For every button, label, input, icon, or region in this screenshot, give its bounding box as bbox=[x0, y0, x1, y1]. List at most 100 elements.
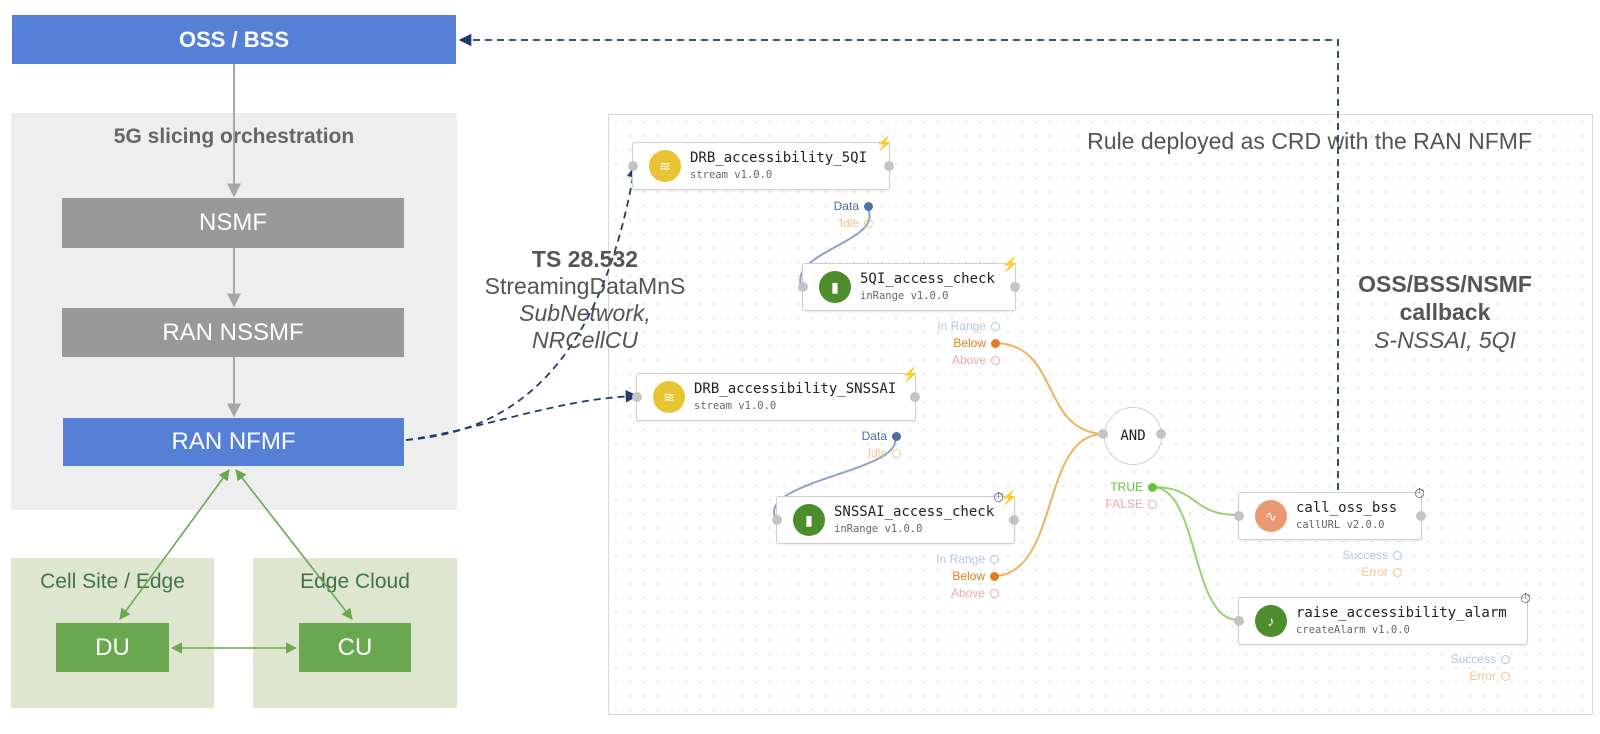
output-port[interactable] bbox=[1416, 511, 1426, 521]
lightning-icon: ⚡ bbox=[1001, 256, 1019, 272]
and-output-port[interactable] bbox=[1156, 429, 1166, 439]
du-box: DU bbox=[56, 623, 169, 672]
output-port[interactable] bbox=[1010, 282, 1020, 292]
timer-icon: ⏱ bbox=[1414, 485, 1425, 501]
port-idle-snssai[interactable]: Idle bbox=[868, 446, 901, 460]
streaming-nrcellcu: NRCellCU bbox=[531, 327, 639, 353]
stream-icon: ≋ bbox=[653, 381, 685, 413]
port-above-5qi[interactable]: Above bbox=[952, 353, 1000, 367]
node-call-oss-bss[interactable]: ∿ call_oss_bss callURL v2.0.0 ⏱ bbox=[1234, 486, 1426, 540]
cu-box: CU bbox=[299, 623, 411, 672]
cu-label: CU bbox=[337, 633, 373, 661]
ran-nfmf-box: RAN NFMF bbox=[63, 418, 404, 466]
input-port[interactable] bbox=[628, 161, 638, 171]
input-port[interactable] bbox=[632, 392, 642, 402]
port-label: TRUE bbox=[1110, 480, 1143, 494]
input-port[interactable] bbox=[798, 282, 808, 292]
oss-bss-box: OSS / BSS bbox=[12, 15, 456, 64]
nsmf-label: NSMF bbox=[199, 209, 267, 236]
port-label: Below bbox=[953, 336, 986, 350]
port-error-call[interactable]: Error bbox=[1361, 565, 1402, 579]
output-port[interactable] bbox=[910, 392, 920, 402]
ran-nssmf-box: RAN NSSMF bbox=[62, 308, 404, 357]
node-snssai-check[interactable]: ▮ SNSSAI_access_check inRange v1.0.0 ⏱ ⚡ bbox=[772, 490, 1019, 544]
port-below-5qi[interactable]: Below bbox=[953, 336, 1000, 350]
link-true-alarm bbox=[1151, 486, 1239, 621]
port-true[interactable]: TRUE bbox=[1110, 480, 1157, 494]
link-true-callurl bbox=[1151, 486, 1239, 516]
port-label: Idle bbox=[867, 446, 887, 460]
callback-annotation: OSS/BSS/NSMF callback S-NSSAI, 5QI bbox=[1340, 270, 1550, 354]
nfmf-cu-arrow bbox=[235, 469, 353, 620]
node-drb-snssai[interactable]: ≋ DRB_accessibility_SNSSAI stream v1.0.0… bbox=[632, 367, 920, 421]
ran-nssmf-label: RAN NSSMF bbox=[162, 318, 304, 346]
port-success-call[interactable]: Success bbox=[1343, 548, 1402, 562]
port-data-5qi[interactable]: Data bbox=[834, 199, 873, 213]
timer-icon: ⏱ bbox=[993, 489, 1004, 505]
lightning-icon: ⚡ bbox=[875, 135, 893, 151]
port-label: Error bbox=[1469, 669, 1496, 683]
and-label: AND bbox=[1120, 428, 1146, 444]
lightning-icon: ⚡ bbox=[1000, 489, 1018, 505]
streaming-service: StreamingDataMnS bbox=[484, 273, 686, 299]
output-port[interactable] bbox=[1009, 515, 1019, 525]
and-input-port[interactable] bbox=[1098, 429, 1108, 439]
stream-icon: ≋ bbox=[649, 150, 681, 182]
input-port[interactable] bbox=[772, 515, 782, 525]
node-version: stream v1.0.0 bbox=[694, 400, 777, 412]
port-label: FALSE bbox=[1105, 497, 1143, 511]
ran-nfmf-label: RAN NFMF bbox=[171, 428, 296, 455]
callback-actors: OSS/BSS/NSMF bbox=[1358, 271, 1532, 297]
output-port[interactable] bbox=[884, 161, 894, 171]
bell-icon: ♪ bbox=[1255, 605, 1287, 637]
node-name: call_oss_bss bbox=[1296, 500, 1398, 516]
port-label: Error bbox=[1361, 565, 1388, 579]
nfmf-du-arrow bbox=[119, 469, 230, 620]
and-node[interactable]: AND bbox=[1104, 407, 1162, 465]
node-name: raise_accessibility_alarm bbox=[1296, 605, 1507, 621]
link-data-5qi bbox=[799, 205, 871, 287]
port-idle-5qi[interactable]: Idle bbox=[840, 216, 873, 230]
node-name: 5QI_access_check bbox=[860, 271, 995, 287]
node-version: stream v1.0.0 bbox=[690, 169, 773, 181]
node-name: SNSSAI_access_check bbox=[834, 504, 995, 520]
port-label: Data bbox=[833, 199, 859, 213]
port-error-alarm[interactable]: Error bbox=[1469, 669, 1510, 683]
port-below-snssai[interactable]: Below bbox=[952, 569, 999, 583]
streaming-subnetwork: SubNetwork, bbox=[519, 300, 651, 326]
port-label: Success bbox=[1450, 652, 1496, 666]
port-data-snssai[interactable]: Data bbox=[862, 429, 901, 443]
input-port[interactable] bbox=[1234, 511, 1244, 521]
flow-title: Rule deployed as CRD with the RAN NFMF bbox=[1087, 128, 1532, 154]
port-inrange-5qi[interactable]: In Range bbox=[937, 319, 1000, 333]
streaming-annotation: TS 28.532 StreamingDataMnS SubNetwork, N… bbox=[470, 246, 700, 354]
port-inrange-snssai[interactable]: In Range bbox=[936, 552, 999, 566]
port-label: Idle bbox=[839, 216, 859, 230]
nfmf-to-drbsnssai-dashed bbox=[405, 390, 639, 441]
node-raise-alarm[interactable]: ♪ raise_accessibility_alarm createAlarm … bbox=[1234, 591, 1531, 645]
link-below-snssai-and bbox=[992, 433, 1103, 577]
node-version: createAlarm v1.0.0 bbox=[1296, 624, 1410, 636]
port-label: Below bbox=[952, 569, 985, 583]
input-port[interactable] bbox=[1234, 616, 1244, 626]
range-icon: ▮ bbox=[793, 504, 825, 536]
port-label: Data bbox=[861, 429, 887, 443]
callback-dashed bbox=[458, 33, 1339, 490]
callback-params: S-NSSAI, 5QI bbox=[1374, 327, 1516, 353]
node-name: DRB_accessibility_5QI bbox=[690, 150, 868, 166]
port-label: In Range bbox=[936, 552, 985, 566]
du-label: DU bbox=[95, 633, 130, 661]
node-version: inRange v1.0.0 bbox=[834, 523, 923, 535]
port-above-snssai[interactable]: Above bbox=[951, 586, 999, 600]
node-5qi-check[interactable]: ▮ 5QI_access_check inRange v1.0.0 ⚡ bbox=[798, 257, 1020, 311]
range-icon: ▮ bbox=[819, 271, 851, 303]
port-success-alarm[interactable]: Success bbox=[1451, 652, 1510, 666]
link-below-5qi-and bbox=[993, 342, 1103, 435]
nsmf-box: NSMF bbox=[62, 198, 404, 248]
port-false[interactable]: FALSE bbox=[1106, 497, 1157, 511]
pulse-icon: ∿ bbox=[1255, 500, 1287, 532]
node-drb-5qi[interactable]: ≋ DRB_accessibility_5QI stream v1.0.0 ⚡ bbox=[628, 136, 894, 190]
node-version: inRange v1.0.0 bbox=[860, 290, 949, 302]
port-label: In Range bbox=[937, 319, 986, 333]
